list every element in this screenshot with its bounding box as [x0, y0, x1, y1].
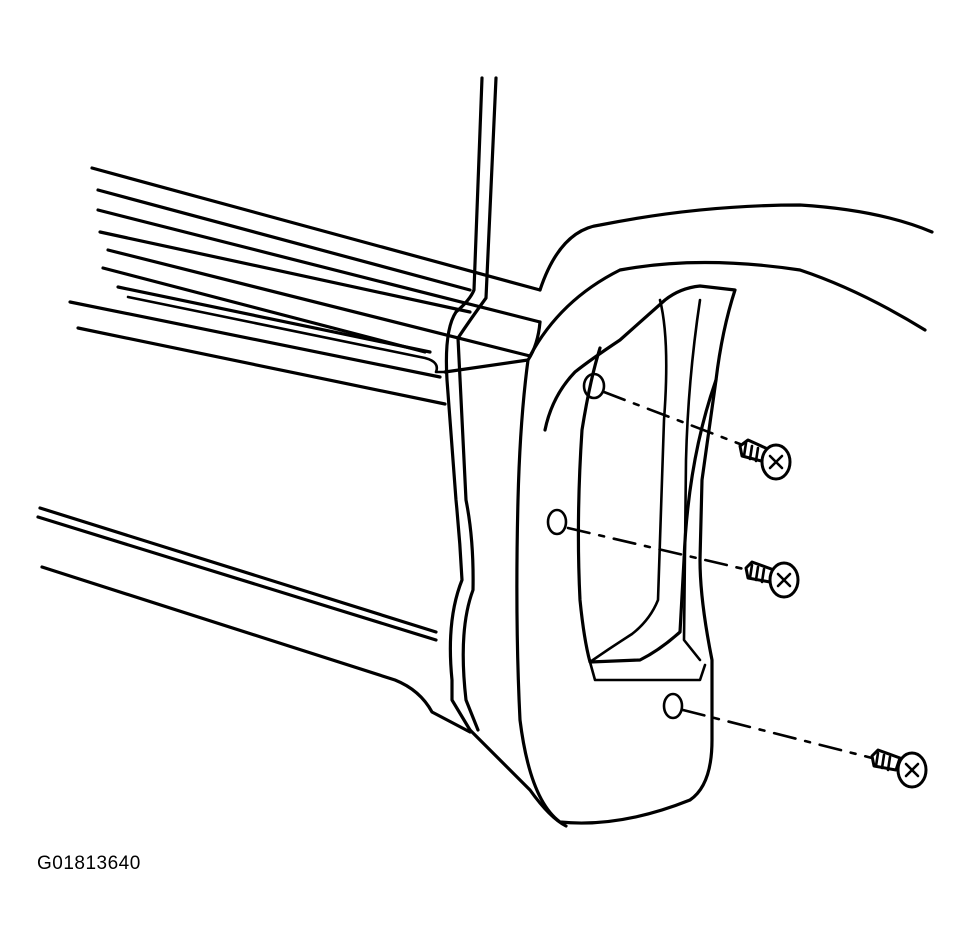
mounting-holes	[546, 372, 684, 720]
lower-hole	[662, 692, 684, 720]
alignment-lines	[566, 390, 874, 760]
vehicle-body-panel	[36, 166, 542, 734]
body-seam-line	[444, 76, 498, 732]
upper-hole	[582, 372, 606, 400]
figure-id-label: G01813640	[37, 853, 141, 874]
screw-lower	[870, 748, 928, 789]
middle-hole	[546, 508, 568, 536]
mud-flap	[468, 284, 737, 828]
screw-upper	[738, 438, 792, 481]
screw-middle	[744, 560, 800, 599]
